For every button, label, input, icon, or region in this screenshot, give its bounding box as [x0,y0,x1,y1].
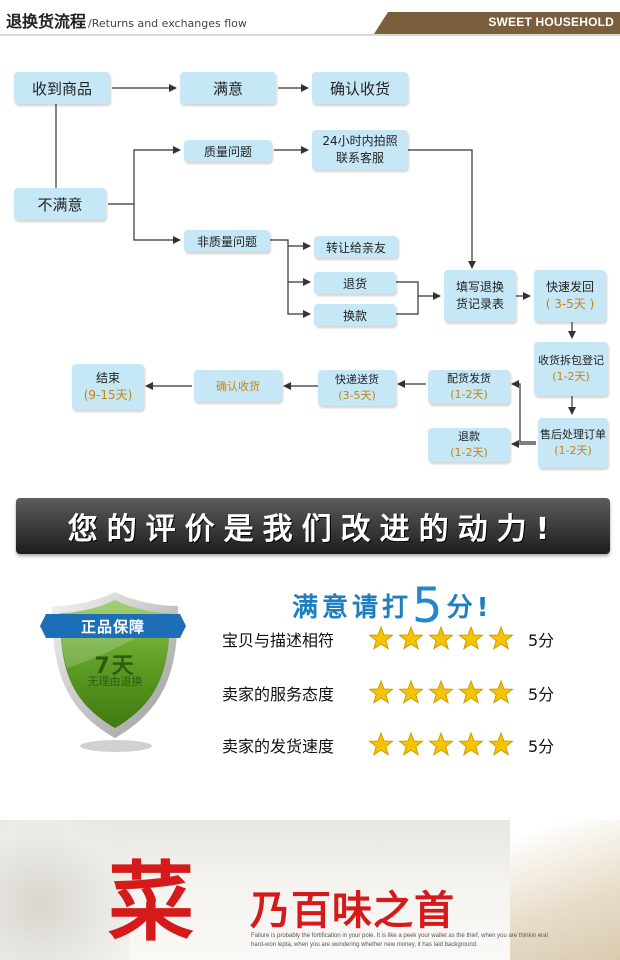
shield-ribbon-shape [40,614,186,638]
flow-arrows [55,84,576,448]
rating-row: 宝贝与描述相符 5分 [222,626,602,650]
arrow-aftersale-prepare [511,380,536,443]
shield-ribbon: 正品保障 [40,612,186,640]
shield-sub: 无理由退换 [87,675,143,688]
node-transfer-friend: 转让给亲友 [314,236,398,258]
arrow-unsatisfied-nonquality [133,204,181,244]
rating-row: 卖家的发货速度 5分 [222,732,602,756]
node-aftersale-order: 售后处理订单 (1-2天) [538,418,608,468]
feedback-banner: 您的评价是我们改进的动力! [16,498,610,554]
node-unpack-register: 收货拆包登记 (1-2天) [534,342,608,396]
star-rating-icon [368,732,514,756]
arrow-nonquality-transfer [270,239,311,250]
star-icon [368,732,394,756]
promo-big-char: 菜 [108,852,194,953]
page-header: 退换货流程/Returns and exchanges flow SWEET H… [0,0,620,36]
aftersale-order-line2: (1-2天) [554,444,592,457]
banner-text: 您的评价是我们改进的动力! [67,512,559,547]
line-exchange-form [396,296,419,315]
fill-form-line1: 填写退换 [455,279,504,294]
star-icon [428,732,454,756]
star-icon [488,680,514,704]
promo-photo-right [510,820,620,960]
header-title-en: /Returns and exchanges flow [88,17,247,30]
arrow-return-form [396,281,441,300]
node-prepare-ship: 配货发货 (1-2天) [428,370,510,404]
rating-score: 5分 [528,631,555,650]
fill-form-line2: 货记录表 [455,297,504,311]
arrow-unsatisfied-branch [108,146,181,205]
star-icon [428,626,454,650]
end-line2: (9-15天) [83,388,133,402]
rating-title-post: 分! [446,593,493,623]
ship-back-line1: 快速发回 [545,279,594,294]
unpack-register-line1: 收货拆包登记 [538,354,604,368]
promo-photo-left [0,820,130,960]
star-icon [488,732,514,756]
aftersale-order-line1: 售后处理订单 [540,428,606,442]
rating-title-number: 5 [412,578,447,634]
star-rating-icon [368,680,514,704]
brand-tag: SWEET HOUSEHOLD [374,12,620,34]
promo-slogan: 乃百味之首 [250,887,455,934]
rating-score: 5分 [528,685,555,704]
node-refund: 退款 (1-2天) [428,428,510,462]
node-fill-form: 填写退换货记录表 [444,270,516,322]
node-confirm-receipt: 确认收货 [312,72,408,104]
shield-shadow [80,740,152,752]
express-delivery-line2: (3-5天) [338,389,376,402]
star-icon [428,680,454,704]
arrow-nonquality-exchange [287,282,311,318]
promo-section: 菜 乃百味之首 Failure is probably the fortific… [0,820,620,960]
rating-title: 满意请打5分! [292,572,572,634]
star-icon [368,680,394,704]
star-icon [458,680,484,704]
star-icon [398,732,424,756]
star-icon [458,732,484,756]
rating-label: 卖家的发货速度 [222,737,335,756]
node-received: 收到商品 [14,72,110,104]
node-end: 结束 (9-15天) [72,364,144,410]
promo-english: Failure is probably the fortification in… [251,933,548,948]
star-rating-icon [368,626,514,650]
rating-title-pre: 满意请打 [292,593,413,623]
star-icon [368,626,394,650]
star-icon [458,626,484,650]
rating-score: 5分 [528,737,555,756]
arrow-photo-form [408,149,476,269]
node-quality-issue: 质量问题 [184,140,272,162]
node-photo-contact: 24小时内拍照联系客服 [312,130,408,170]
ship-back-line2: ( 3-5天 ) [545,297,595,311]
header-title: 退换货流程/Returns and exchanges flow [6,8,247,32]
rating-row: 卖家的服务态度 5分 [222,680,602,704]
header-title-cn: 退换货流程 [6,12,87,31]
star-icon [488,626,514,650]
node-non-quality-issue: 非质量问题 [184,230,270,252]
refund-line1: 退款 [458,430,480,444]
rating-label: 宝贝与描述相符 [222,631,335,650]
prepare-ship-line2: (1-2天) [450,388,488,401]
arrow-nonquality-return [287,246,311,286]
shield-ribbon-text: 正品保障 [80,617,145,636]
node-ship-back: 快速发回 ( 3-5天 ) [534,270,606,322]
node-exchange: 换款 [314,304,396,326]
node-unsatisfied: 不满意 [14,188,106,220]
node-return-goods: 退货 [314,272,396,294]
rating-label: 卖家的服务态度 [222,685,335,704]
star-icon [398,680,424,704]
node-express-delivery: 快递送货 (3-5天) [318,370,396,406]
node-satisfied: 满意 [180,72,276,104]
unpack-register-line2: (1-2天) [552,370,590,383]
shield-days: 7天 [94,654,136,679]
star-icon [398,626,424,650]
photo-contact-line1: 24小时内拍照 [322,133,398,148]
node-confirm-receipt-2: 确认收货 [194,370,282,402]
brand-name: SWEET HOUSEHOLD [488,15,614,29]
photo-contact-line2: 联系客服 [335,151,384,165]
header-divider [0,34,620,36]
prepare-ship-line1: 配货发货 [447,372,491,386]
express-delivery-line1: 快递送货 [335,373,379,387]
end-line1: 结束 [95,370,120,385]
refund-line2: (1-2天) [450,446,488,459]
